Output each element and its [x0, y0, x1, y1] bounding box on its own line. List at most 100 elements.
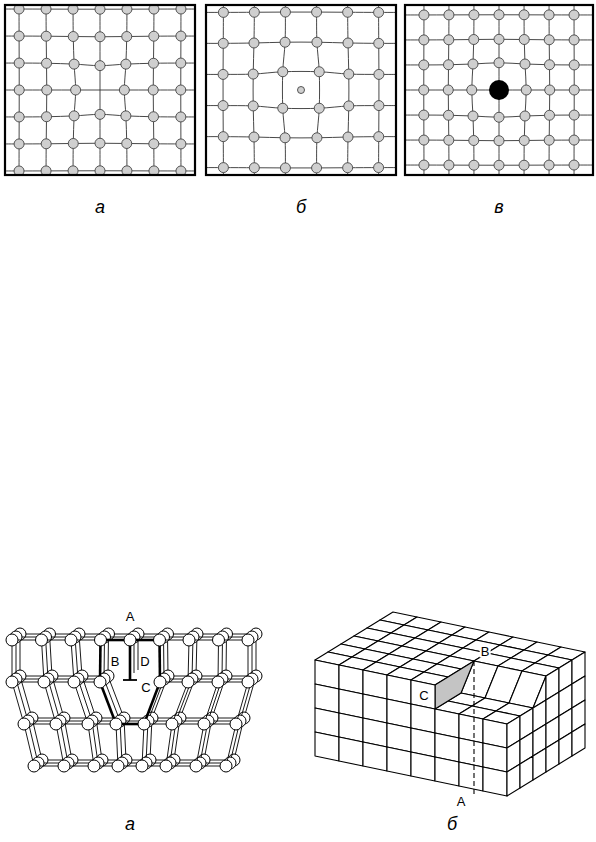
atom — [519, 10, 529, 20]
atom — [176, 31, 186, 41]
lattice-panel — [204, 3, 398, 177]
front-face-cell — [483, 767, 507, 796]
lattice-line — [206, 137, 396, 138]
bond-line — [212, 676, 226, 718]
atom — [569, 135, 579, 145]
lattice-line — [348, 5, 349, 175]
atom — [95, 166, 105, 175]
front-face-cell — [459, 762, 483, 791]
bond-line — [74, 682, 88, 724]
atom — [18, 718, 30, 730]
atom — [42, 112, 52, 122]
atom — [248, 69, 258, 79]
side-face-cell — [507, 764, 520, 796]
atom — [68, 676, 80, 688]
bond-line — [236, 682, 248, 724]
atom — [569, 160, 579, 170]
atom — [374, 163, 384, 173]
point-label: A — [125, 610, 136, 623]
atom — [444, 10, 454, 20]
atom — [218, 132, 228, 142]
atom — [42, 58, 52, 68]
side-face-cell — [546, 740, 559, 772]
atom — [544, 35, 554, 45]
atom — [469, 35, 479, 45]
lattice-line — [378, 5, 379, 175]
point-label: B — [480, 645, 491, 658]
atom — [218, 38, 228, 48]
atom — [521, 85, 531, 95]
atom — [110, 718, 122, 730]
lattice-panel — [403, 3, 595, 177]
atom — [569, 35, 579, 45]
top-face-cell — [509, 671, 546, 708]
atom — [149, 5, 159, 14]
atom — [14, 139, 24, 149]
figure-letter: а — [124, 815, 136, 833]
atom — [42, 85, 52, 95]
atom — [544, 110, 554, 120]
atom — [41, 139, 51, 149]
atom — [148, 58, 158, 68]
atom — [122, 5, 132, 14]
atom — [494, 34, 504, 44]
atom — [14, 5, 24, 14]
atom — [344, 69, 354, 79]
atom — [544, 135, 554, 145]
atom — [36, 634, 48, 646]
point-label: A — [456, 795, 467, 808]
atom — [176, 139, 186, 149]
atom — [569, 60, 579, 70]
atom — [38, 676, 50, 688]
atom — [14, 31, 24, 41]
bond-line — [12, 682, 24, 724]
atom — [58, 760, 70, 772]
atom — [160, 760, 172, 772]
atom — [41, 5, 51, 14]
atom — [469, 10, 479, 20]
atom — [544, 60, 554, 70]
atom — [176, 166, 186, 175]
side-face-cell — [572, 724, 585, 756]
atom — [444, 135, 454, 145]
atom — [443, 85, 453, 95]
atom — [569, 110, 579, 120]
atom — [69, 59, 79, 69]
atom — [149, 139, 159, 149]
atom — [343, 38, 353, 48]
atom — [183, 634, 195, 646]
atom — [182, 676, 194, 688]
atom — [544, 10, 554, 20]
atom — [519, 35, 529, 45]
atom — [112, 760, 124, 772]
atom — [121, 59, 131, 69]
dislocation-line — [473, 661, 474, 796]
atom — [14, 58, 24, 68]
atom — [467, 85, 477, 95]
dislocation-symbol — [123, 679, 137, 681]
atom — [242, 676, 254, 688]
front-face-cell — [387, 747, 411, 776]
front-face-cell — [435, 757, 459, 786]
bond-line — [172, 682, 188, 724]
atom — [213, 634, 225, 646]
atom — [312, 133, 322, 143]
atom — [278, 103, 288, 113]
atom — [280, 133, 290, 143]
lattice-line — [206, 167, 396, 168]
atom — [218, 163, 228, 173]
atom — [95, 5, 105, 14]
atom — [119, 85, 129, 95]
atom — [176, 112, 186, 122]
point-label: B — [110, 655, 121, 668]
atom — [95, 61, 105, 71]
atom — [69, 111, 79, 121]
atom — [312, 163, 322, 173]
atom — [468, 59, 478, 69]
substitution-atom — [489, 80, 509, 100]
bond-line — [16, 679, 28, 721]
atom — [148, 85, 158, 95]
figure-letter: б — [295, 198, 307, 216]
atom — [374, 69, 384, 79]
atom — [149, 31, 159, 41]
